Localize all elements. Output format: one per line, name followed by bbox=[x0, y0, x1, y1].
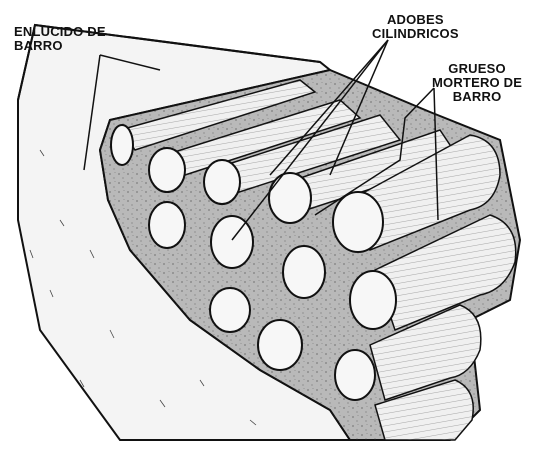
label-adobes: ADOBES CILINDRICOS bbox=[372, 13, 459, 41]
label-adobes-line2: CILINDRICOS bbox=[372, 27, 459, 41]
label-adobes-line1: ADOBES bbox=[372, 13, 459, 27]
label-plaster-line2: BARRO bbox=[14, 39, 106, 53]
label-mortar-line1: GRUESO bbox=[432, 62, 522, 76]
label-mortar-line2: MORTERO DE bbox=[432, 76, 522, 90]
label-plaster: ENLUCIDO DE BARRO bbox=[14, 25, 106, 53]
label-mortar: GRUESO MORTERO DE BARRO bbox=[432, 62, 522, 104]
label-plaster-line1: ENLUCIDO DE bbox=[14, 25, 106, 39]
label-mortar-line3: BARRO bbox=[432, 90, 522, 104]
